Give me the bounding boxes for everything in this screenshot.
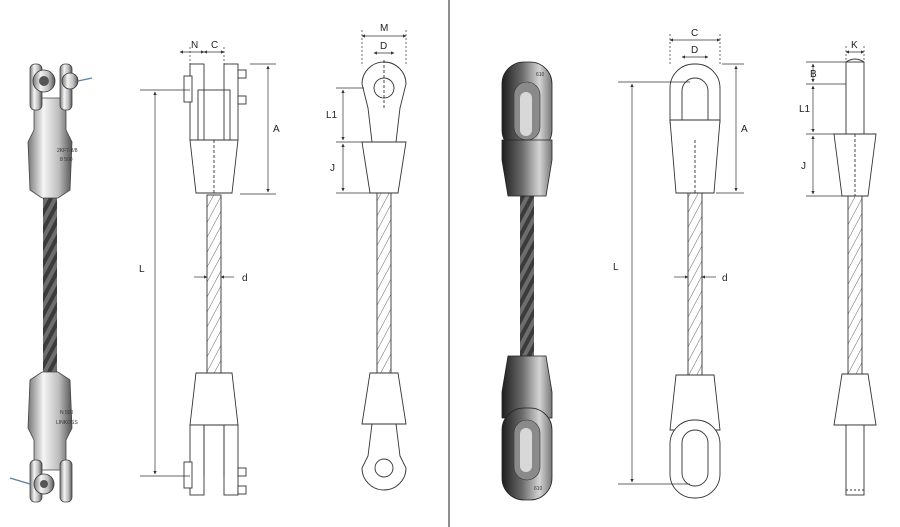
fork-assembly-drawing bbox=[183, 63, 247, 496]
dim-label-d-right: D bbox=[691, 45, 698, 56]
dim-label-d-upper: D bbox=[380, 41, 387, 52]
top-eye-mark: 610 bbox=[536, 72, 545, 78]
open-eye-assembly-rendering: 610 610 bbox=[501, 61, 553, 501]
dim-label-d: d bbox=[242, 273, 248, 284]
dim-label-a: A bbox=[273, 124, 280, 135]
eye-assembly-drawing bbox=[361, 60, 407, 491]
side-view-drawing bbox=[833, 58, 877, 496]
dim-label-k: K bbox=[851, 40, 858, 51]
dim-label-m: M bbox=[380, 23, 388, 34]
dim-label-j: J bbox=[330, 163, 335, 174]
dim-label-a-right: A bbox=[741, 124, 748, 135]
dim-label-l-right: L bbox=[613, 262, 619, 273]
bottom-fitting-mark-1: N 500 bbox=[60, 410, 74, 416]
dim-label-n: N bbox=[191, 40, 198, 51]
bottom-eye-hole-icon bbox=[374, 458, 394, 478]
top-fitting-mark-2: 8 500 bbox=[60, 157, 73, 163]
dim-label-l: L bbox=[139, 264, 145, 275]
top-fitting-mark-1: 2KF7-8/8 bbox=[57, 148, 78, 154]
dim-label-j-right: J bbox=[801, 161, 806, 172]
open-eye-drawing bbox=[669, 63, 721, 499]
eye-dimensions bbox=[336, 30, 407, 194]
dim-label-l1-right: L1 bbox=[799, 104, 811, 115]
bottom-eye-mark: 610 bbox=[534, 486, 543, 492]
fork-assembly-rendering: 2KF7-8/8 8 500 N 500 LINKOSS bbox=[9, 63, 93, 503]
bottom-fitting-mark-2: LINKOSS bbox=[56, 420, 78, 426]
side-view-dimensions bbox=[806, 46, 865, 197]
fork-dimensions bbox=[140, 47, 276, 477]
open-eye-dimensions bbox=[618, 34, 744, 485]
dim-label-b: B bbox=[810, 69, 817, 80]
dim-label-d-rope-right: d bbox=[722, 273, 728, 284]
dim-label-l1: L1 bbox=[326, 110, 338, 121]
dim-label-c-right: C bbox=[691, 28, 698, 39]
dim-label-c: C bbox=[211, 40, 218, 51]
